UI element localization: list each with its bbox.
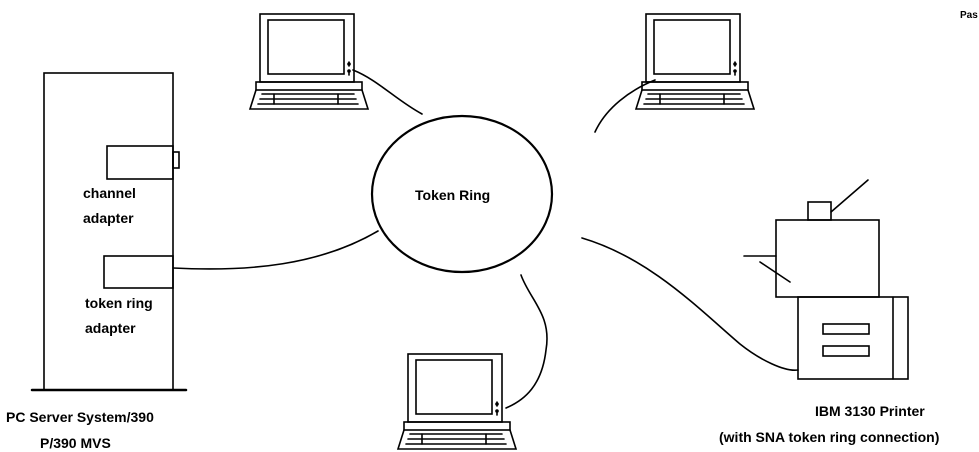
token-ring-adapter-label-1: token ring	[85, 295, 153, 311]
pc-indicator-dots	[347, 62, 737, 413]
printer-caption-2: (with SNA token ring connection)	[719, 429, 939, 445]
workstation-top-left	[248, 13, 370, 110]
cable-ring-pc-bottom	[505, 274, 548, 409]
server-caption-1: PC Server System/390	[6, 409, 154, 425]
pc-server-tower	[30, 72, 188, 392]
token-ring	[370, 114, 554, 274]
token-ring-label: Token Ring	[415, 187, 490, 203]
server-caption-2: P/390 MVS	[40, 435, 111, 451]
cable-server-ring	[172, 230, 379, 270]
printer-caption-1: IBM 3130 Printer	[815, 403, 925, 419]
token-ring-adapter-card	[103, 255, 174, 289]
channel-adapter-label-1: channel	[83, 185, 136, 201]
token-ring-adapter-label-2: adapter	[85, 320, 136, 336]
channel-adapter-card	[106, 145, 174, 180]
channel-adapter-label-2: adapter	[83, 210, 134, 226]
cable-ring-pc-top-left	[352, 69, 423, 115]
workstation-top-right	[634, 13, 756, 110]
cable-ring-pc-top-right	[594, 79, 656, 133]
ibm-3130-printer	[743, 179, 909, 380]
cable-ring-printer	[581, 237, 799, 371]
channel-adapter-connector	[172, 151, 180, 169]
workstation-bottom	[396, 353, 518, 450]
corner-text: Pas	[960, 10, 978, 21]
